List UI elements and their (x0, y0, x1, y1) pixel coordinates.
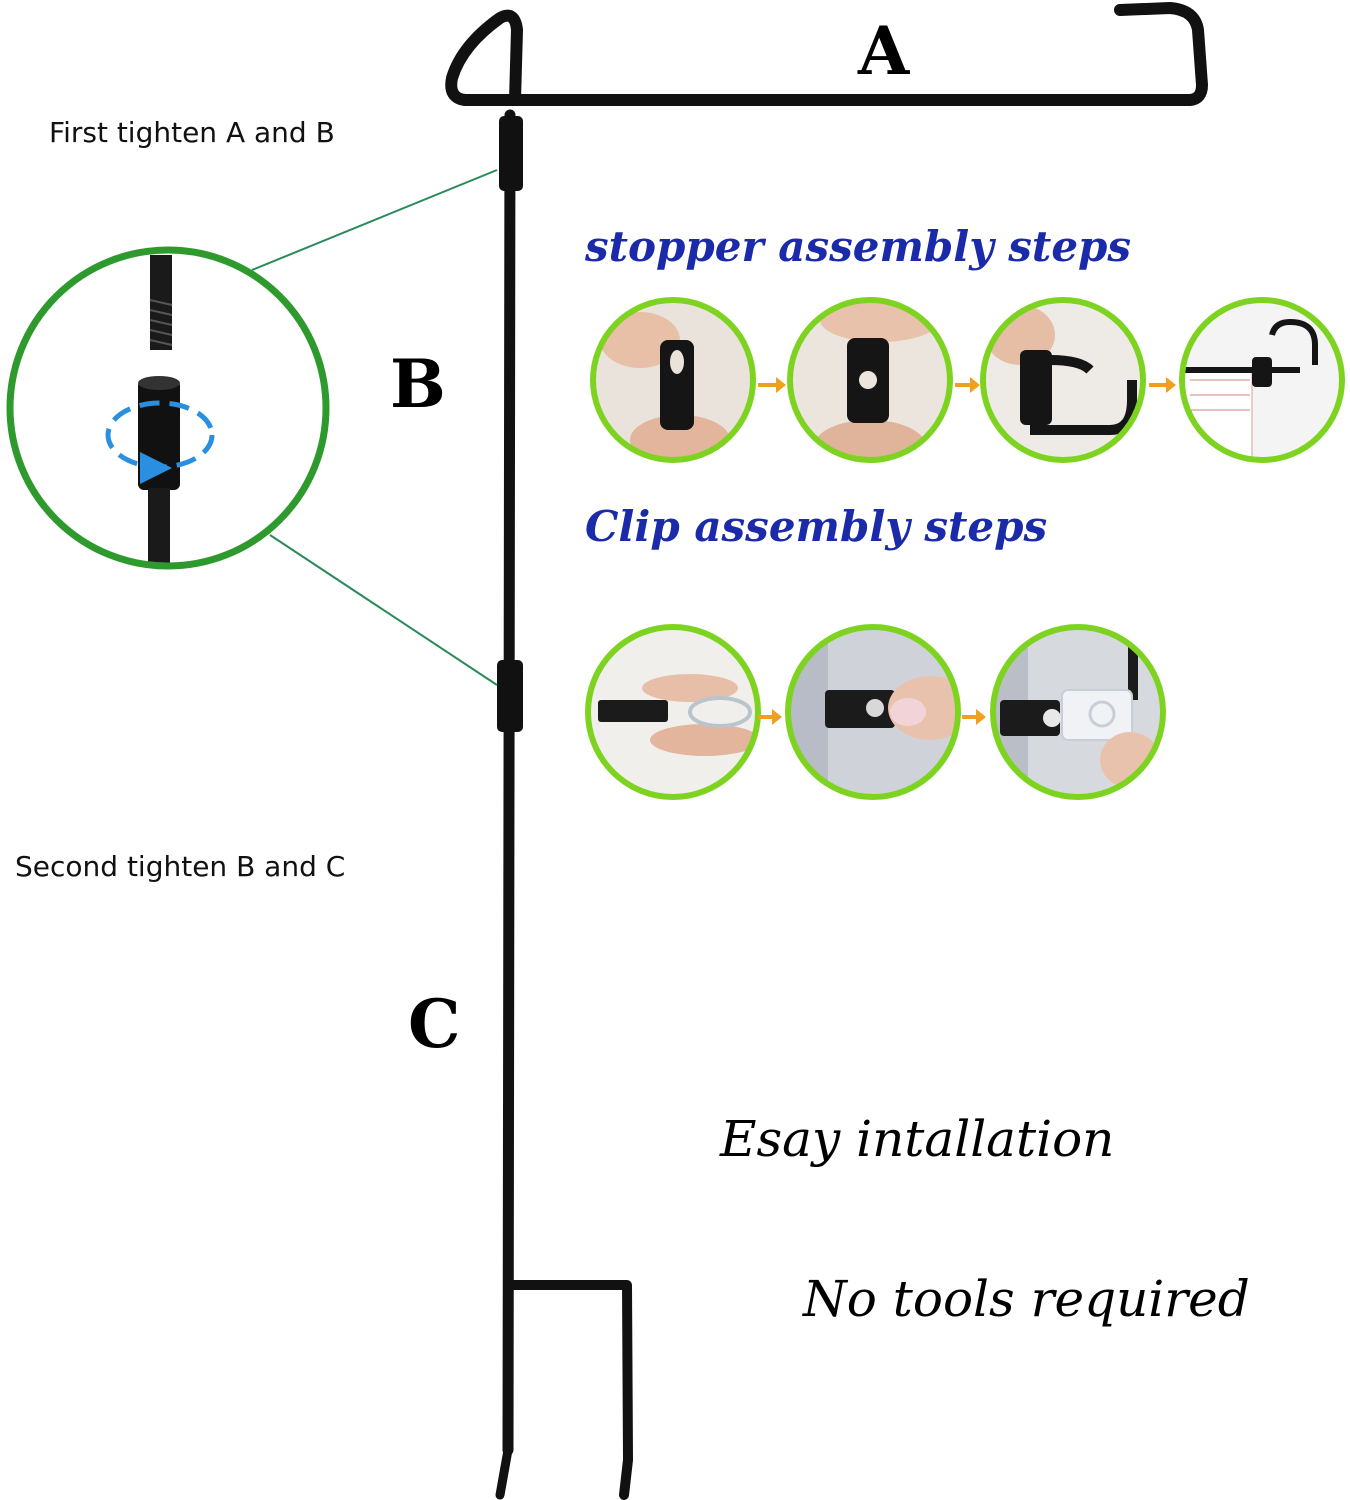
stopper-step-arrows (758, 377, 1176, 393)
stopper-steps (590, 297, 1345, 463)
clip-step-arrows (758, 709, 986, 725)
slogan-easy-installation: Esay intallation (720, 1110, 1115, 1168)
joint-sleeve-bc (497, 660, 523, 732)
pole-top-loop (445, 9, 523, 106)
step-two-note: Second tighten B and C (15, 850, 346, 883)
step-one-note: First tighten A and B (49, 116, 335, 149)
stopper-step-3 (983, 300, 1143, 460)
stopper-step-1 (593, 300, 753, 460)
clip-heading: Clip assembly steps (585, 502, 1048, 551)
pole-foot (503, 1280, 633, 1500)
slogan-no-tools: No tools required (803, 1270, 1250, 1328)
stopper-heading: stopper assembly steps (585, 222, 1132, 271)
flag-pole (445, 2, 1208, 1500)
clip-step-1 (588, 627, 758, 797)
stopper-step-4 (1182, 300, 1342, 460)
part-a-label: A (858, 12, 910, 90)
part-c-label: C (408, 985, 461, 1063)
clip-steps (585, 624, 1166, 800)
joint-sleeve-ab (499, 116, 523, 191)
detail-connector-lines (251, 169, 498, 686)
joint-detail-circle (6, 246, 330, 570)
stopper-step-2 (790, 300, 950, 460)
pole-shaft (502, 109, 516, 1456)
pole-spike-left (495, 1445, 513, 1500)
rotate-arrow-icon (105, 400, 215, 484)
clip-step-3 (993, 627, 1163, 797)
part-b-label: B (390, 345, 446, 423)
pole-top-arm (506, 2, 1208, 106)
